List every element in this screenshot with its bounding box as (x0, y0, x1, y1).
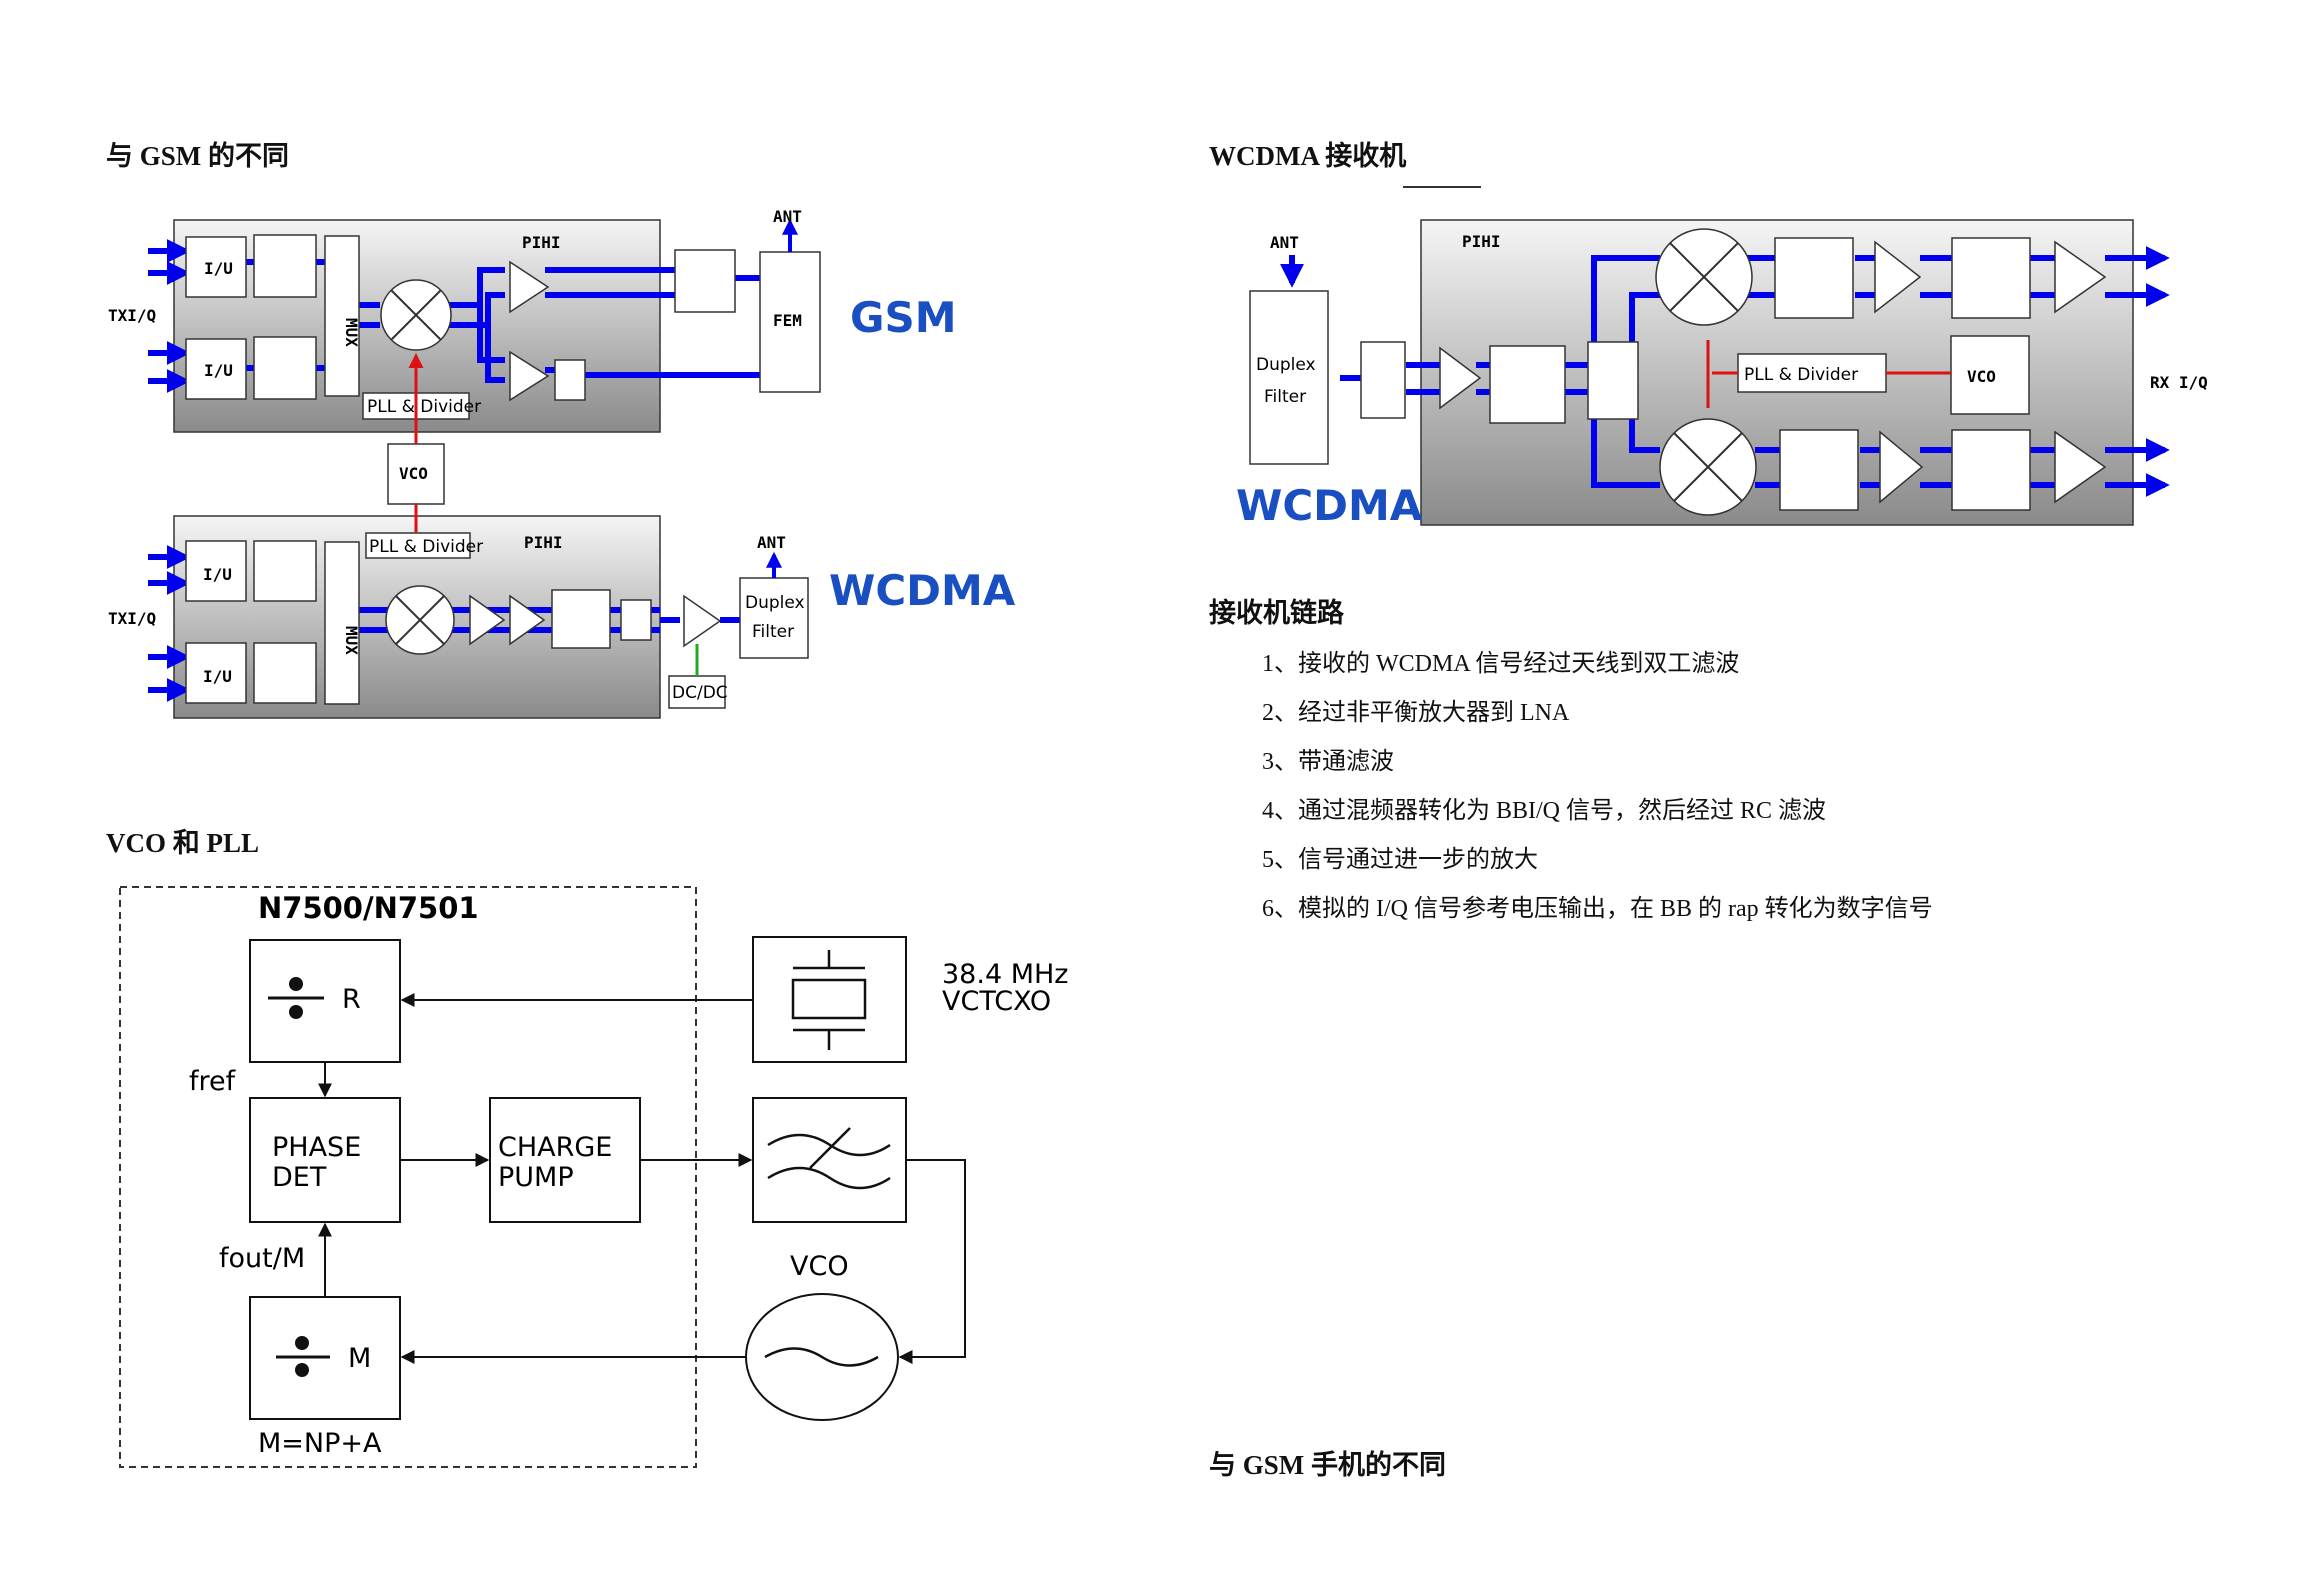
charge-label: CHARGE (498, 1132, 612, 1163)
rx-label-pihi: PIHI (1462, 232, 1501, 251)
tx-label-vco: VCO (399, 464, 428, 483)
rx-diagram: ANT Duplex Filter PIHI PLL & Divider VCO… (1236, 186, 2208, 530)
tx-label-pihi-1: PIHI (522, 233, 561, 252)
pump-label: PUMP (498, 1162, 574, 1193)
heading-gsm-diff: 与 GSM 的不同 (106, 141, 290, 171)
tx-label-pll-2: PLL & Divider (369, 537, 483, 557)
tx-label-pll-1: PLL & Divider (367, 397, 481, 417)
heading-wcdma-receiver: WCDMA 接收机 (1209, 141, 1407, 171)
rx-label-duplex: Duplex (1256, 355, 1316, 375)
heading-vco-pll: VCO 和 PLL (106, 828, 260, 858)
fout-label: fout/M (219, 1243, 305, 1274)
tx-label-dcdc: DC/DC (672, 683, 728, 703)
list-item: 1、接收的 WCDMA 信号经过天线到双工滤波 (1262, 651, 1740, 677)
list-item: 6、模拟的 I/Q 信号参考电压输出，在 BB 的 rap 转化为数字信号 (1262, 896, 1933, 922)
tx-label-pihi-2: PIHI (524, 533, 563, 552)
rx-label-pll: PLL & Divider (1744, 365, 1858, 385)
tx-label-filter: Filter (752, 622, 794, 642)
r-label: R (342, 984, 361, 1015)
rx-chain-list: 1、接收的 WCDMA 信号经过天线到双工滤波 2、经过非平衡放大器到 LNA … (1262, 640, 1933, 934)
tx-label-iu-3: I/U (203, 565, 232, 584)
chip-boundary (119, 886, 697, 1468)
r-divider-box (249, 939, 401, 1063)
pll-diagram: N7500/N7501 R M fref PHAS (119, 886, 1068, 1468)
heading-rx-chain: 接收机链路 (1209, 598, 1344, 628)
chip-name: N7500/N7501 (258, 891, 479, 925)
tx-label-iu-2: I/U (204, 361, 233, 380)
tx-label-ant-2: ANT (757, 533, 786, 552)
list-item: 2、经过非平衡放大器到 LNA (1262, 700, 1570, 726)
tx-label-fem: FEM (773, 311, 802, 330)
freq-label: 38.4 MHz (942, 959, 1068, 990)
list-item: 5、信号通过进一步的放大 (1262, 847, 1538, 873)
tx-label-mux-2: MUX (342, 626, 361, 655)
tx-label-iu-1: I/U (204, 259, 233, 278)
tx-label-iu-4: I/U (203, 667, 232, 686)
tx-label-wcdma: WCDMA (829, 566, 1016, 615)
fref-label: fref (189, 1066, 237, 1097)
vco-label: VCO (790, 1251, 849, 1282)
tx-label-txiq-2: TXI/Q (108, 609, 156, 628)
rx-label-wcdma: WCDMA (1236, 481, 1423, 530)
vctcxo-label: VCTCXO (942, 986, 1051, 1017)
tx-label-gsm: GSM (850, 293, 957, 342)
rx-label-rxiq: RX I/Q (2150, 373, 2208, 392)
list-item: 3、带通滤波 (1262, 749, 1394, 775)
charge-pump-box (489, 1097, 641, 1223)
tx-label-mux-1: MUX (342, 318, 361, 347)
tx-label-txiq-1: TXI/Q (108, 306, 156, 325)
rx-label-vco: VCO (1967, 367, 1996, 386)
tx-diagram: I/U I/U MUX TXI/Q PIHI ANT FEM PLL & Div… (108, 207, 1016, 719)
phase-label: PHASE (272, 1132, 361, 1163)
list-item: 4、通过混频器转化为 BBI/Q 信号，然后经过 RC 滤波 (1262, 798, 1827, 824)
det-label: DET (272, 1162, 327, 1193)
m-label: M (348, 1343, 371, 1374)
m-eq-label: M=NP+A (258, 1428, 382, 1459)
tx-label-ant-1: ANT (773, 207, 802, 226)
heading-gsm-phone-diff: 与 GSM 手机的不同 (1209, 1450, 1447, 1480)
rx-label-filter: Filter (1264, 387, 1306, 407)
loop-filter-box (752, 1097, 907, 1223)
tx-label-duplex: Duplex (745, 593, 805, 613)
rx-label-ant: ANT (1270, 233, 1299, 252)
